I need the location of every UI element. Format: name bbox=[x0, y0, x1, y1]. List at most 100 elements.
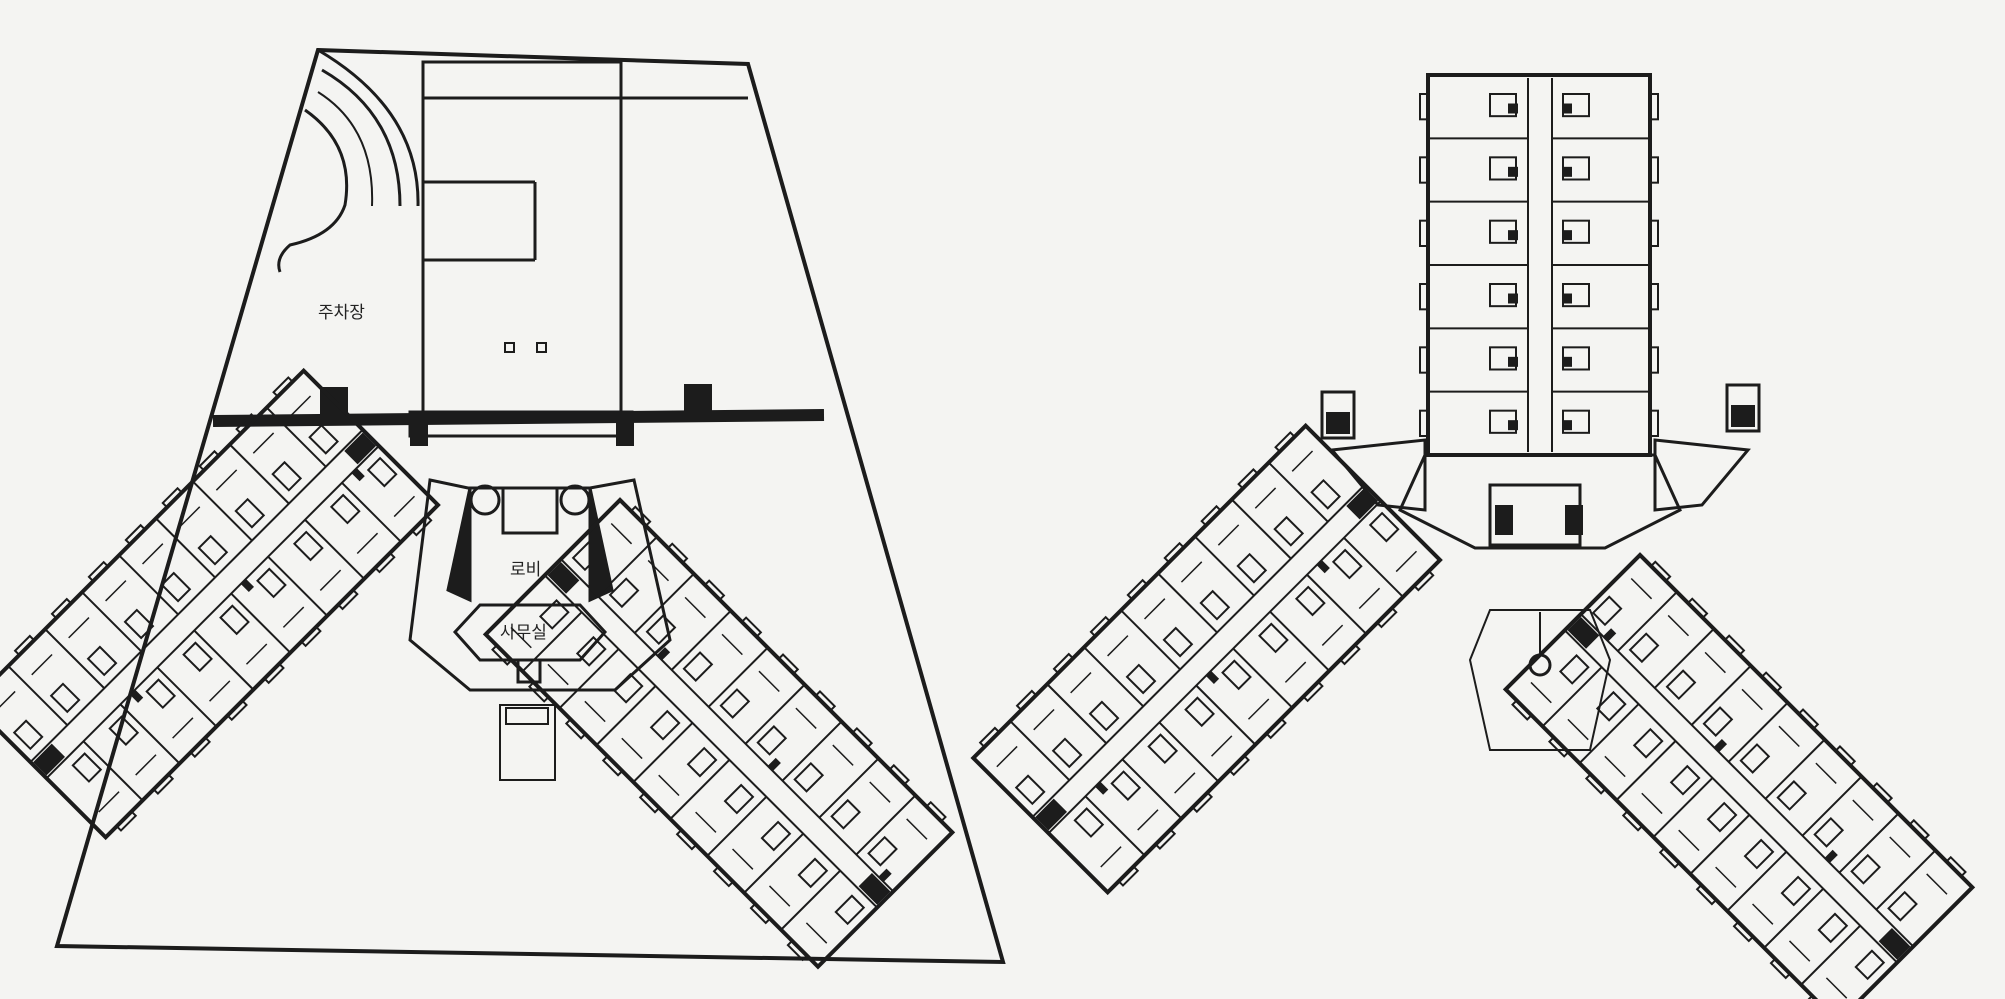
tower-balcony bbox=[1649, 156, 1659, 184]
room-wall bbox=[341, 482, 402, 543]
site-boundary bbox=[54, 47, 1006, 965]
wall-block bbox=[684, 384, 712, 414]
room-wall bbox=[597, 536, 658, 597]
room-fixture bbox=[793, 761, 825, 793]
core-outline bbox=[1398, 453, 1682, 550]
lobby-wedge bbox=[446, 487, 472, 603]
room-fixture bbox=[612, 672, 644, 704]
balcony bbox=[299, 625, 322, 648]
balcony bbox=[703, 579, 726, 602]
room-fixture bbox=[834, 894, 866, 926]
room-detail bbox=[805, 922, 828, 944]
room-door bbox=[878, 868, 892, 882]
wing-corridor-wall bbox=[45, 445, 380, 779]
balcony bbox=[1301, 680, 1324, 703]
room-detail bbox=[1641, 792, 1663, 815]
tower-balcony bbox=[1419, 283, 1429, 311]
balcony bbox=[1163, 541, 1186, 564]
room-detail bbox=[209, 680, 231, 702]
wing-body bbox=[970, 422, 1443, 896]
room-detail bbox=[215, 469, 238, 491]
room-fixture bbox=[123, 608, 155, 640]
room-fixture bbox=[160, 571, 192, 603]
room-wall bbox=[1195, 684, 1257, 746]
room-detail bbox=[1752, 903, 1774, 925]
room-detail bbox=[1815, 762, 1837, 784]
room-detail bbox=[1926, 873, 1948, 895]
room-wall bbox=[304, 519, 365, 580]
office-label: 사무실 bbox=[500, 623, 547, 643]
room-wall bbox=[230, 592, 292, 654]
room-fixture bbox=[1162, 626, 1194, 658]
wing-body bbox=[1502, 552, 1976, 999]
room-wall bbox=[1232, 647, 1294, 709]
room-wall bbox=[1800, 924, 1861, 986]
room-door bbox=[1205, 670, 1220, 684]
room-detail bbox=[684, 596, 706, 619]
lobby-column bbox=[559, 484, 591, 516]
room-fixture bbox=[1110, 770, 1142, 801]
room-fixture bbox=[1310, 478, 1341, 510]
room-wall bbox=[44, 628, 105, 689]
room-wall bbox=[1120, 609, 1181, 671]
room-detail bbox=[172, 717, 194, 739]
balcony bbox=[1649, 560, 1672, 583]
room-fixture bbox=[1706, 801, 1738, 833]
parking-ramp bbox=[317, 48, 420, 207]
right-stair-wing bbox=[1653, 438, 1751, 512]
room-detail bbox=[1100, 846, 1122, 868]
room-fixture bbox=[1854, 949, 1886, 981]
room-fixture bbox=[1665, 669, 1697, 701]
porch-post bbox=[410, 418, 428, 446]
wing-corridor-wall bbox=[29, 429, 364, 763]
room-wall bbox=[1764, 738, 1826, 800]
room-detail bbox=[1678, 829, 1700, 852]
room-fixture bbox=[197, 534, 229, 566]
tower-rooms bbox=[1419, 93, 1659, 437]
room-wall bbox=[193, 629, 255, 691]
parking-ramp bbox=[277, 108, 349, 273]
balcony bbox=[1732, 920, 1755, 943]
room-detail bbox=[282, 606, 305, 628]
balcony bbox=[786, 939, 809, 962]
typical-left-wing bbox=[970, 422, 1443, 896]
room-fixture bbox=[308, 423, 339, 455]
balcony bbox=[1375, 606, 1398, 629]
room-detail bbox=[906, 818, 928, 840]
balcony bbox=[1265, 717, 1287, 740]
room-wall bbox=[1726, 851, 1788, 912]
room-fixture bbox=[1125, 663, 1157, 695]
tower-door bbox=[1508, 293, 1518, 304]
room-wall bbox=[1580, 554, 1641, 615]
room-wall bbox=[1268, 461, 1329, 523]
tower-balcony bbox=[1649, 346, 1659, 374]
room-fixture bbox=[1221, 659, 1252, 691]
balcony bbox=[152, 773, 175, 795]
room-detail bbox=[647, 559, 670, 582]
room-fixture bbox=[1702, 706, 1734, 737]
room-wall bbox=[156, 666, 218, 728]
room-wall bbox=[560, 499, 621, 560]
room-wall bbox=[1158, 721, 1220, 783]
room-wall bbox=[1047, 832, 1109, 894]
room-detail bbox=[0, 690, 16, 713]
room-fixture bbox=[571, 540, 603, 572]
room-fixture bbox=[1558, 654, 1590, 685]
balcony bbox=[198, 449, 221, 472]
room-wall bbox=[632, 722, 694, 783]
balcony bbox=[666, 542, 689, 565]
end-stair bbox=[33, 743, 66, 776]
tower-balcony bbox=[1649, 219, 1659, 248]
room-wall bbox=[1380, 500, 1441, 561]
room-wall bbox=[1083, 646, 1144, 708]
balcony bbox=[1834, 745, 1857, 767]
room-detail bbox=[393, 495, 416, 518]
balcony bbox=[1200, 504, 1223, 527]
balcony bbox=[115, 810, 138, 832]
room-fixture bbox=[1073, 807, 1105, 838]
room-wall bbox=[743, 833, 804, 894]
room-door bbox=[656, 647, 671, 661]
balcony bbox=[1191, 791, 1214, 814]
